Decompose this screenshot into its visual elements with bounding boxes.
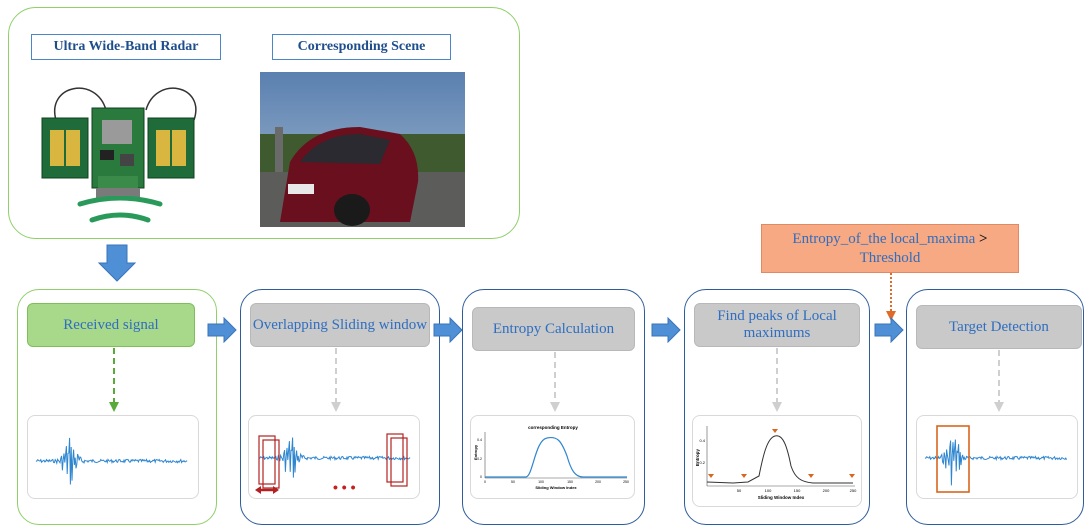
detection-box — [936, 425, 970, 493]
scene-photo — [260, 72, 465, 227]
stage4-dashed-arrow — [772, 348, 782, 412]
entropy-curve — [485, 436, 627, 478]
xtick: 200 — [823, 488, 830, 493]
stage1-dashed-arrow — [109, 348, 119, 412]
window-rect-3 — [386, 433, 404, 483]
ytick: 0.4 — [699, 438, 705, 443]
xtick: 0 — [484, 480, 486, 484]
stage3-dashed-arrow — [550, 352, 560, 412]
entropy-plot-ylabel: Entropy — [473, 444, 478, 460]
sliding-window-panel: • • • — [248, 415, 420, 499]
target-detection-panel — [916, 415, 1078, 499]
ytick: 0.2 — [699, 460, 705, 465]
peak-marker — [708, 474, 714, 478]
continuation-dots: • • • — [333, 479, 356, 495]
target-detection-plot — [924, 425, 1068, 493]
ytick: 0.4 — [477, 438, 482, 442]
stage-target-detection — [906, 289, 1084, 525]
threshold-line1: Entropy_of_the local_maxima — [792, 231, 976, 247]
threshold-line2: Threshold — [859, 250, 921, 266]
window-rect-4 — [390, 437, 408, 487]
threshold-condition: Entropy_of_the local_maxima > Threshold — [761, 224, 1019, 273]
xtick: 250 — [850, 488, 857, 493]
ytick: 0.2 — [477, 457, 482, 461]
target-detection-box: Target Detection — [916, 305, 1082, 349]
right-arrow-1 — [207, 317, 237, 343]
sliding-window-box: Overlapping Sliding window — [250, 303, 430, 347]
window-rect-2 — [262, 439, 280, 489]
entropy-calculation-box: Entropy Calculation — [472, 307, 635, 351]
right-arrow-2 — [433, 317, 463, 343]
stage2-dashed-arrow — [331, 348, 341, 412]
xtick: 250 — [623, 480, 629, 484]
xtick: 50 — [737, 488, 742, 493]
stage-entropy-calculation — [462, 289, 645, 525]
xtick: 200 — [595, 480, 601, 484]
find-peaks-box: Find peaks of Local maximums — [694, 303, 860, 347]
peaks-plot-xlabel: Sliding Window Index — [758, 495, 805, 500]
peak-marker — [808, 474, 814, 478]
right-arrow-4 — [874, 317, 904, 343]
greater-than-sign: > — [979, 231, 988, 247]
window-rect-1 — [258, 435, 276, 485]
xtick: 150 — [567, 480, 573, 484]
threshold-dotted-arrow — [886, 273, 896, 321]
stage-sliding-window — [240, 289, 440, 525]
ytick: 0 — [480, 475, 482, 479]
peak-marker — [772, 429, 778, 433]
peak-marker — [849, 474, 855, 478]
entropy-plot-panel: corresponding Entropy Entropy 0.4 0.2 0 … — [470, 415, 635, 499]
radar-wave-icon — [77, 196, 163, 223]
down-arrow — [97, 244, 137, 282]
scene-title: Corresponding Scene — [272, 34, 451, 60]
stage5-dashed-arrow — [994, 350, 1004, 412]
radar-title: Ultra Wide-Band Radar — [31, 34, 221, 60]
right-arrow-3 — [651, 317, 681, 343]
xtick: 150 — [794, 488, 801, 493]
xtick: 100 — [765, 488, 772, 493]
stage-received-signal — [17, 289, 217, 525]
sliding-window-plot: • • • — [255, 433, 411, 495]
peaks-plot: Entropy 0.4 0.2 50 100 150 200 250 Slidi… — [695, 426, 857, 500]
peaks-curve — [706, 435, 853, 484]
received-signal-waveform — [35, 437, 188, 485]
entropy-plot-title: corresponding Entropy — [528, 425, 578, 430]
peak-marker — [741, 474, 747, 478]
received-signal-box: Received signal — [27, 303, 195, 347]
entropy-plot-xlabel: Sliding Window Index — [535, 485, 577, 490]
xtick: 50 — [511, 480, 515, 484]
received-signal-panel — [27, 415, 199, 499]
entropy-plot: corresponding Entropy Entropy 0.4 0.2 0 … — [473, 425, 629, 490]
input-scene-frame — [8, 7, 520, 239]
peaks-plot-panel: Entropy 0.4 0.2 50 100 150 200 250 Slidi… — [692, 415, 862, 507]
xtick: 100 — [538, 480, 544, 484]
stage-find-peaks — [684, 289, 870, 525]
peaks-plot-ylabel: Entropy — [695, 449, 700, 466]
